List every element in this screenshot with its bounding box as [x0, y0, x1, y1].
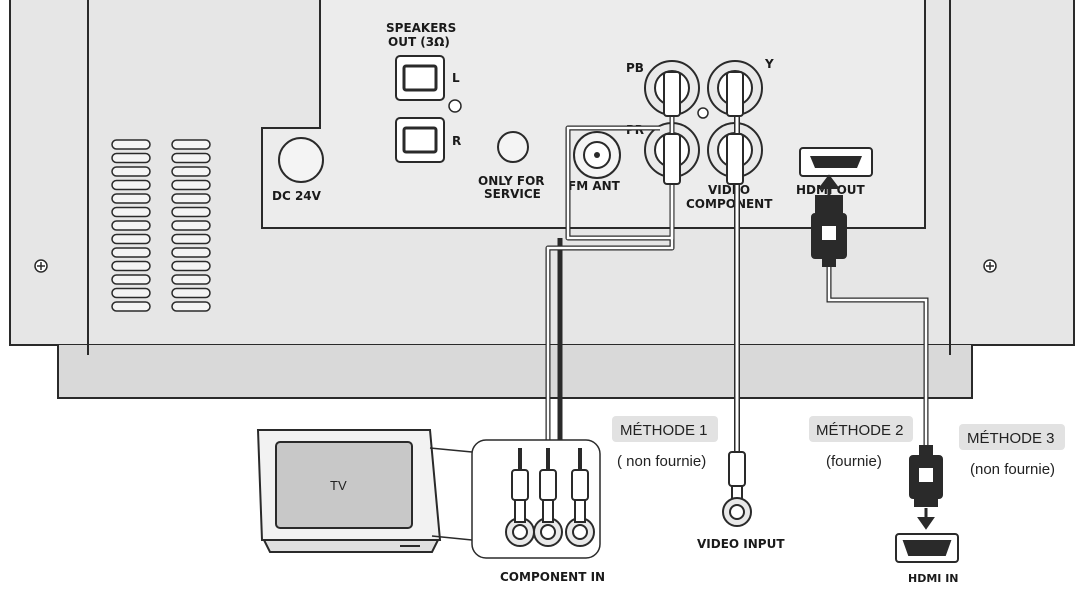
rear-panel [9, 0, 1075, 399]
vent-slot [171, 179, 211, 191]
method-2-badge [809, 416, 913, 442]
fm-antenna-jack: FM ANT [568, 131, 621, 193]
method-3-badge [959, 424, 1065, 450]
vent-slot [111, 139, 151, 150]
vent-slots [111, 139, 211, 312]
tv-icon: TV [256, 429, 442, 553]
vent-slot [111, 166, 151, 177]
vent-slot [171, 274, 211, 285]
y-label: Y [764, 57, 774, 71]
vent-slot [111, 179, 151, 191]
fm-ant-label: FM ANT [568, 179, 621, 193]
hdmi-in-port-icon [895, 533, 959, 563]
tv-label: TV [330, 478, 347, 493]
method-1-label: MÉTHODE 1 [620, 422, 708, 439]
service-port: ONLY FOR SERVICE [478, 131, 545, 201]
hdmi-in-plug [909, 445, 943, 530]
vent-slot [111, 287, 151, 299]
method-2-label: MÉTHODE 2 [816, 422, 904, 439]
service-label-1: ONLY FOR [478, 174, 545, 188]
method-3-note: (non fournie) [970, 461, 1055, 478]
component-in-plugs [505, 448, 595, 547]
method-3: MÉTHODE 3 (non fournie) [959, 424, 1065, 478]
vent-slot [111, 301, 151, 312]
method-3-label: MÉTHODE 3 [967, 430, 1055, 447]
vent-slot [171, 166, 211, 177]
vent-slot [171, 220, 211, 231]
dc-label: DC 24V [272, 189, 322, 203]
vent-slot [171, 139, 211, 150]
speakers-label-2: OUT (3Ω) [388, 35, 450, 49]
vent-slot [111, 206, 151, 218]
speaker-terminals: SPEAKERS OUT (3Ω) L R [386, 21, 462, 163]
vent-slot [111, 152, 151, 164]
service-label-2: SERVICE [484, 187, 541, 201]
vent-slot [111, 193, 151, 204]
method-2-note: (fournie) [826, 453, 882, 470]
unit-base [57, 345, 973, 399]
vent-slot [171, 206, 211, 218]
pb-label: PB [626, 61, 644, 75]
hdmi-out-port: HDMI OUT [796, 147, 873, 197]
vent-slot [171, 152, 211, 164]
method-2: MÉTHODE 2 (fournie) [809, 416, 913, 470]
vent-slot [171, 193, 211, 204]
speaker-l-label: L [452, 71, 460, 85]
screw-right-icon [983, 259, 997, 273]
vent-slot [111, 274, 151, 285]
vent-slot [171, 260, 211, 272]
dc-jack: DC 24V [272, 137, 324, 203]
component-in-label: COMPONENT IN [500, 570, 605, 584]
vent-slot [171, 287, 211, 299]
video-label: VIDEO [708, 183, 750, 197]
speakers-label-1: SPEAKERS [386, 21, 456, 35]
vent-slot [111, 247, 151, 258]
video-input-plug [722, 451, 752, 527]
vent-slot [111, 220, 151, 231]
component-plugs-top [663, 71, 744, 185]
vent-slot [171, 301, 211, 312]
method-1: MÉTHODE 1 ( non fournie) [612, 416, 718, 470]
vent-slot [171, 233, 211, 245]
method-1-badge [612, 416, 718, 442]
vent-slot [111, 233, 151, 245]
screw-left-icon [34, 259, 48, 273]
hdmi-cable [826, 262, 929, 448]
hdmi-in-label: HDMI IN [908, 572, 959, 585]
component-label: COMPONENT [686, 197, 773, 211]
vent-slot [111, 260, 151, 272]
method-1-note: ( non fournie) [617, 453, 706, 470]
hdmi-out-label: HDMI OUT [796, 183, 866, 197]
speaker-r-label: R [452, 134, 461, 148]
hdmi-plug-icon [811, 174, 847, 267]
video-input-label: VIDEO INPUT [697, 537, 785, 551]
vent-slot [171, 247, 211, 258]
